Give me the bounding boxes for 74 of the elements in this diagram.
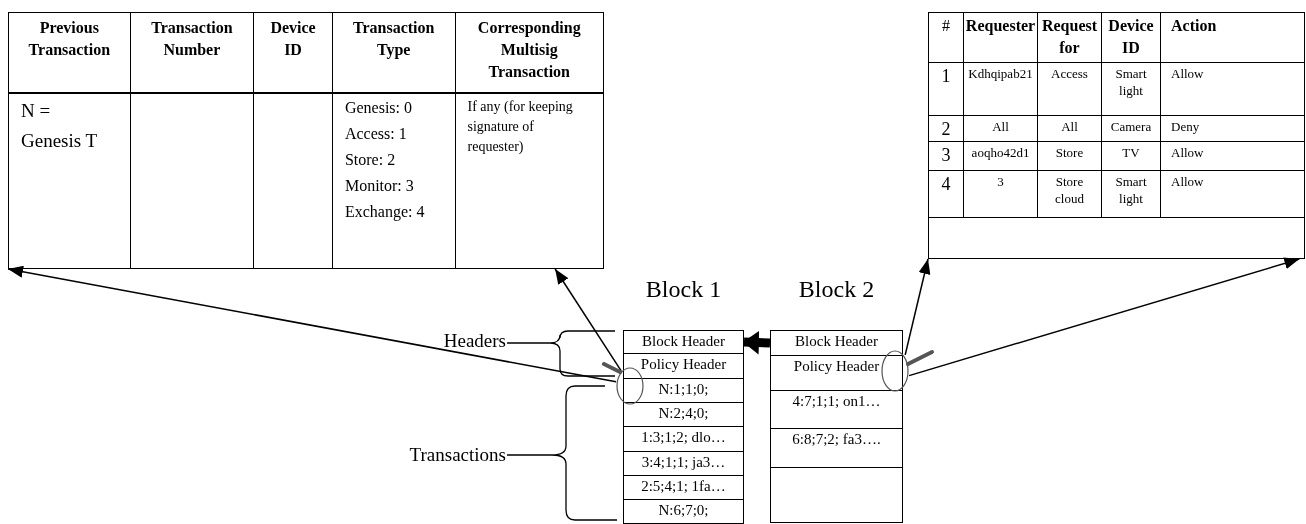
block-row [770, 355, 903, 391]
cell-text: 3 [997, 173, 1004, 191]
cell-text: Genesis: 0 [344, 98, 413, 118]
block-row [623, 451, 744, 476]
column-header: Transaction Number [150, 18, 234, 60]
cell-text: TV [1122, 144, 1140, 162]
row-text: N:2;4;0; [658, 404, 709, 423]
row-text: 6:8;7;2; fa3…. [792, 430, 881, 449]
cell-text: All [1061, 118, 1078, 136]
cell-text: Store cloud [1054, 173, 1085, 208]
cell-text: 2 [941, 118, 951, 141]
row-text: Policy Header [793, 357, 880, 376]
block-row [623, 475, 744, 500]
arrow [904, 258, 931, 356]
block-row [770, 330, 903, 356]
column-header: Requester [965, 16, 1036, 37]
block-title: Block 2 [798, 275, 875, 304]
row-text: 2:5;4;1; 1fa… [641, 477, 726, 496]
column-header: Request for [1041, 16, 1098, 58]
bracket-label: Headers [443, 330, 506, 352]
block-row [623, 499, 744, 524]
cell-text: Kdhqipab21 [968, 65, 1033, 83]
cell-text: Access: 1 [344, 124, 408, 144]
row-text: Block Header [795, 332, 878, 351]
table [928, 12, 1305, 259]
block-row [623, 330, 744, 354]
cell-text: Smart light [1114, 173, 1148, 208]
column-header: # [942, 16, 950, 36]
cell-text: Access [1051, 65, 1088, 83]
block-title: Block 1 [645, 275, 722, 304]
column-header: Corresponding Multisig Transaction [476, 18, 582, 82]
bracket-label: Transactions [409, 444, 506, 466]
cell-text: aoqho42d1 [971, 144, 1030, 162]
cell-text: Allow [1171, 173, 1204, 191]
block-row [623, 378, 744, 403]
cell-text: Allow [1171, 144, 1204, 162]
cell-text: If any (for keeping signature of requester) [467, 98, 574, 156]
cell-text: Camera [1110, 118, 1152, 136]
cell-text: 4 [941, 173, 951, 196]
block-row [770, 467, 903, 523]
row-text: 4:7;1;1; on1… [792, 392, 881, 411]
row-text: N:6;7;0; [658, 501, 709, 520]
block-row [623, 353, 744, 379]
block-row [623, 402, 744, 427]
block-row [623, 426, 744, 452]
row-text: 1:3;1;2; dlo… [641, 428, 726, 447]
arrow [7, 265, 617, 383]
cell-text: Deny [1171, 118, 1200, 136]
cell-text: Monitor: 3 [344, 176, 415, 196]
cell-text: Store: 2 [344, 150, 397, 170]
cell-text: N = Genesis T [21, 99, 99, 153]
column-header: Action [1171, 16, 1217, 36]
cell-text: Smart light [1114, 65, 1148, 100]
cell-text: Exchange: 4 [344, 202, 426, 223]
row-text: N:1;1;0; [658, 380, 709, 399]
magnifier-icon [880, 348, 936, 394]
cell-text: All [992, 118, 1009, 136]
column-header: Device ID [269, 18, 317, 60]
arrow [554, 268, 622, 372]
arrow [908, 257, 1301, 377]
block-row [770, 428, 903, 468]
table [8, 12, 604, 269]
column-header: Previous Transaction [27, 18, 112, 60]
row-text: Policy Header [640, 355, 727, 374]
cell-text: 1 [941, 65, 951, 88]
block-row [770, 390, 903, 429]
column-header: Transaction Type [351, 18, 436, 61]
arrow [743, 330, 771, 355]
row-text: Block Header [642, 332, 725, 351]
column-header: Device ID [1108, 16, 1154, 58]
cell-text: Store [1055, 144, 1084, 162]
cell-text: Allow [1171, 65, 1204, 83]
row-text: 3:4;1;1; ja3… [641, 453, 726, 472]
cell-text: 3 [941, 144, 951, 167]
